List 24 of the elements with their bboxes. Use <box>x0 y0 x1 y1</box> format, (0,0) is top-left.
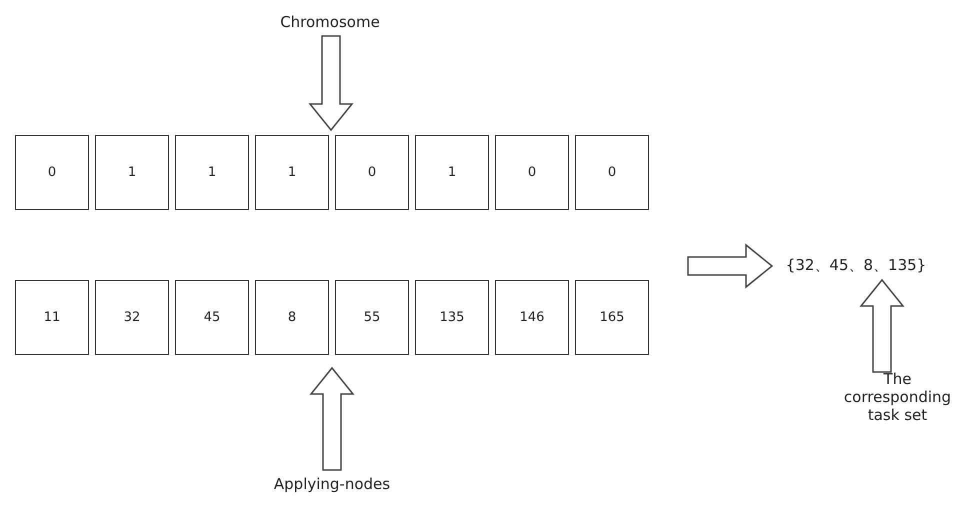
bit-cell: 0 <box>575 135 649 210</box>
bit-cell: 1 <box>175 135 249 210</box>
caption-text: Chromosome <box>265 8 395 36</box>
block-arrow <box>859 278 905 373</box>
bit-cell: 1 <box>95 135 169 210</box>
node-id-cell: 8 <box>255 280 329 355</box>
bit-cell: 0 <box>335 135 409 210</box>
bit-cell: 0 <box>495 135 569 210</box>
bit-cell: 1 <box>415 135 489 210</box>
caption-text: The corresponding task set <box>835 372 960 422</box>
node-id-cell: 11 <box>15 280 89 355</box>
block-arrow <box>308 35 354 132</box>
node-id-cell: 165 <box>575 280 649 355</box>
set-text: {32、45、8、135} <box>772 250 940 280</box>
caption-text: Applying-nodes <box>262 470 402 498</box>
node-id-cell: 32 <box>95 280 169 355</box>
bit-cell: 1 <box>255 135 329 210</box>
block-arrow <box>687 243 774 289</box>
node-id-cell: 135 <box>415 280 489 355</box>
bit-cell: 0 <box>15 135 89 210</box>
node-id-cell: 146 <box>495 280 569 355</box>
node-id-cell: 55 <box>335 280 409 355</box>
block-arrow <box>309 366 355 471</box>
node-id-cell: 45 <box>175 280 249 355</box>
